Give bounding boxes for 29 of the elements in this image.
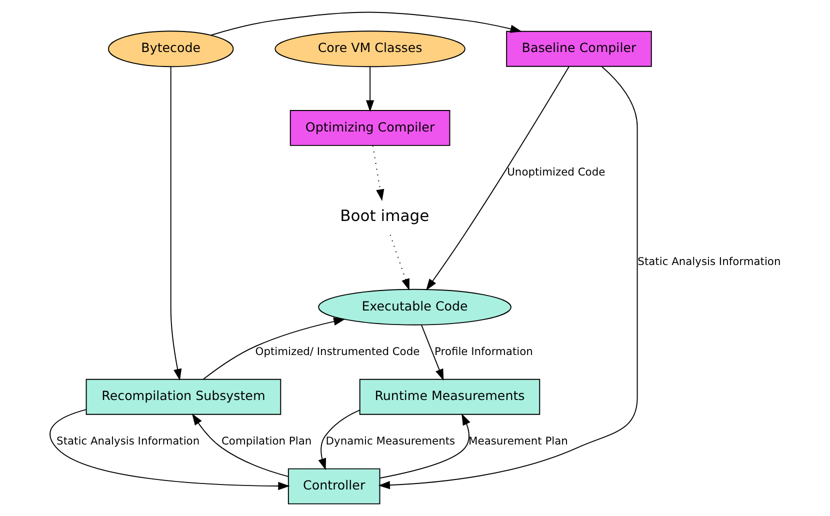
edge-label: Static Analysis Information [637,254,780,268]
arrow [202,317,345,380]
arrow [425,66,569,291]
edge-label: Compilation Plan [220,434,312,448]
arrow [378,66,638,490]
arrow [420,324,444,381]
arrow [210,12,522,36]
node-text: Boot image [340,207,429,226]
arrow [170,66,182,381]
node-box: Controller [287,468,380,504]
edge-label: Measurement Plan [468,434,568,448]
node-box: Recompilation Subsystem [85,378,281,415]
arrow [372,145,384,202]
node-box: Optimizing Compiler [289,110,450,146]
edge-label: Static Analysis Information [56,434,200,448]
node-box: Baseline Compiler [506,30,652,67]
arrow [49,409,290,490]
node-box: Runtime Measurements [358,378,540,415]
node-ellipse: Bytecode [107,30,234,68]
arrow [318,410,360,470]
edge-label: Unoptimized Code [506,165,605,178]
arrow [365,66,374,112]
edge-label: Profile Information [434,344,532,358]
arrow [378,413,470,479]
edge-label: Optimized/ Instrumented Code [254,344,420,358]
arrow [389,234,409,290]
node-ellipse: Core VM Classes [274,30,465,68]
arrow [191,413,288,478]
edge-label: Dynamic Measurements [325,434,455,448]
